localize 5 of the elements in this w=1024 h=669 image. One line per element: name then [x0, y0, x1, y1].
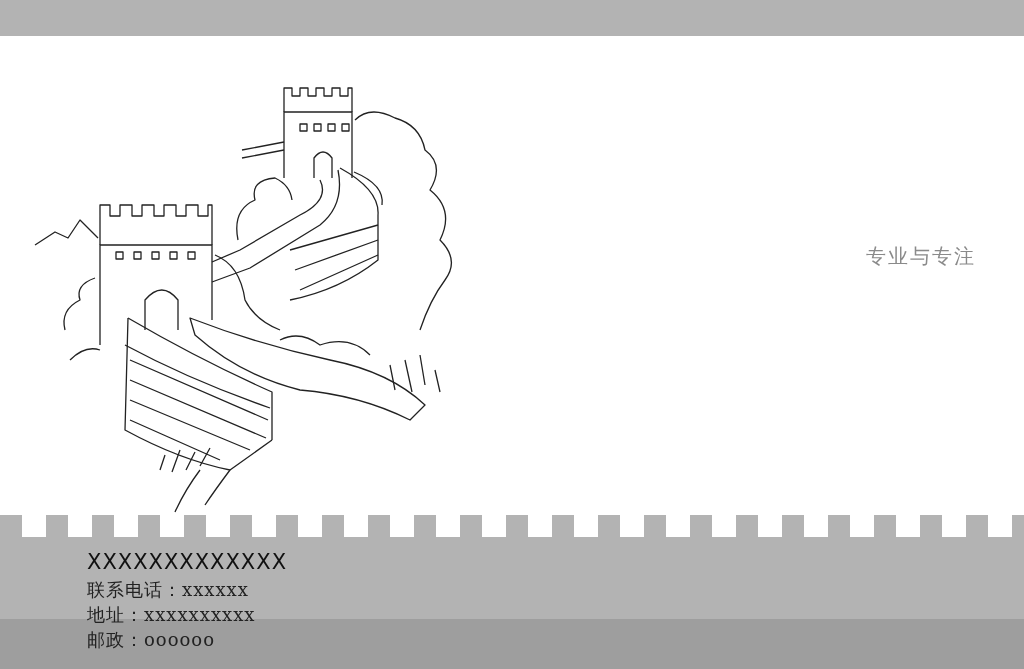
address-line: 地址：xxxxxxxxxx [87, 603, 256, 627]
sender-name-text: XXXXXXXXXXXXX [87, 550, 288, 574]
postcode-line: 邮政：oooooo [87, 628, 216, 652]
phone-line: 联系电话：xxxxxx [87, 578, 249, 602]
slogan-text: 专业与专注 [866, 243, 976, 270]
